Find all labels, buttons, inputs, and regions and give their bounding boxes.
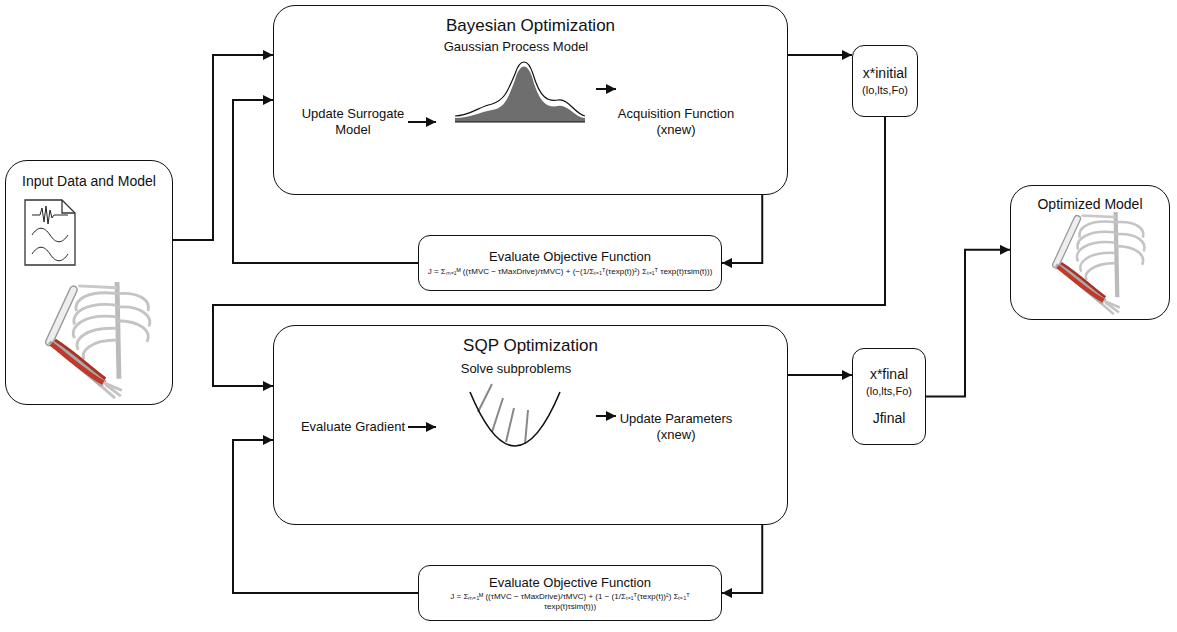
sqp-panel: SQP OptimizationEvaluate Gradient Solve s… xyxy=(273,325,788,525)
node-title: Evaluate Gradient xyxy=(301,419,405,435)
node-title: Solve subproblems xyxy=(461,361,572,377)
flow-arrow xyxy=(788,54,852,56)
process-label: Acquisition Function (xnew) xyxy=(616,101,736,143)
flow-arrow xyxy=(233,440,418,593)
node-text: J = Σₘ₌₁ᴹ ((τMVC − τMaxDrive)/τMVC) + (1… xyxy=(425,592,715,611)
objective-box: Evaluate Objective FunctionJ = Σₘ₌₁ᴹ ((τ… xyxy=(418,565,722,621)
document-icon xyxy=(25,200,75,265)
objective-box: Evaluate Objective Function J = Σₘ₌₁ᴹ ((τ… xyxy=(418,235,722,291)
node-title: x*initial xyxy=(863,65,907,82)
flow-arrow xyxy=(408,121,436,123)
flow-arrow xyxy=(596,415,616,417)
node-text: (lo,lts,Fo) xyxy=(866,385,912,398)
result-box: x*final (lo,lts,Fo) Jfinal xyxy=(852,348,926,445)
flow-arrow xyxy=(722,195,762,263)
flow-arrow xyxy=(596,88,616,90)
node-title: Acquisition Function (xnew) xyxy=(616,106,736,137)
process-label: Gaussian Process Model xyxy=(436,39,596,139)
result-box: x*initial (lo,lts,Fo) xyxy=(852,45,918,117)
output-panel: Optimized Model xyxy=(1010,185,1170,320)
node-title: Update Surrogate Model xyxy=(298,106,408,137)
flow-arrow xyxy=(213,117,885,386)
node-title: Input Data and Model xyxy=(22,173,156,190)
skeleton-model xyxy=(1056,212,1144,314)
node-title: Update Parameters (xnew) xyxy=(616,411,736,442)
flow-arrow xyxy=(722,525,762,593)
node-title: Optimized Model xyxy=(1037,196,1142,213)
flow-arrow xyxy=(408,426,436,428)
node-text: Jfinal xyxy=(873,410,906,427)
skeleton-model xyxy=(49,282,149,398)
process-label: Evaluate Gradient xyxy=(298,406,408,448)
flow-arrow xyxy=(173,55,273,240)
parabola-figure xyxy=(470,384,560,446)
node-title: Evaluate Objective Function xyxy=(489,575,651,591)
process-label: Solve subproblems xyxy=(436,361,596,471)
flow-arrow xyxy=(233,100,418,263)
bayesian-panel: Bayesian OptimizationUpdate Surrogate Mo… xyxy=(273,5,788,195)
node-title: Gaussian Process Model xyxy=(444,39,589,55)
node-title: SQP Optimization xyxy=(463,336,598,356)
process-label: Update Surrogate Model xyxy=(298,101,408,143)
node-text: J = Σₘ₌₁ᴹ ((τMVC − τMaxDrive)/τMVC) + (−… xyxy=(428,267,713,277)
node-title: x*final xyxy=(870,366,908,383)
node-text: (lo,lts,Fo) xyxy=(862,84,908,97)
input-panel: Input Data and Model xyxy=(5,160,173,405)
gaussian-curve xyxy=(455,62,585,122)
flow-arrow xyxy=(926,250,1010,397)
process-label: Update Parameters (xnew) xyxy=(616,406,736,448)
flow-arrow xyxy=(788,374,852,376)
node-title: Evaluate Objective Function xyxy=(489,249,651,265)
node-title: Bayesian Optimization xyxy=(446,16,615,36)
